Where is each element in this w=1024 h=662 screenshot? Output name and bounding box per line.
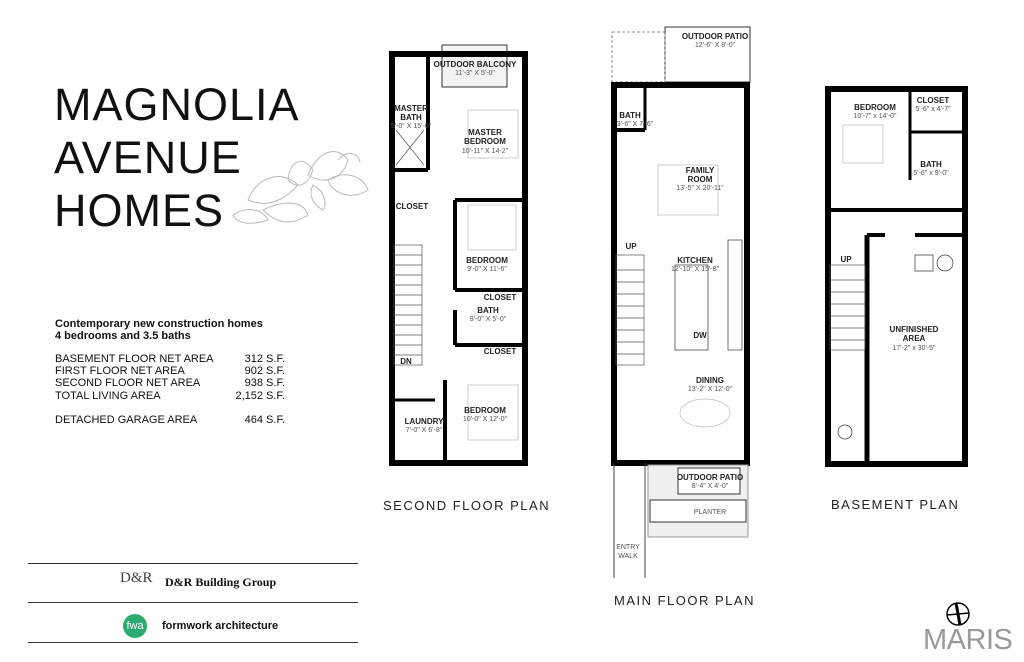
architect-name: formwork architecture [162,620,279,632]
room-dimension: 9'-0" X 5'-0" [470,316,507,323]
stair-label: UP [840,255,852,264]
room-label: BEDROOM [466,256,508,265]
area-value: 312 S.F. [244,353,285,365]
room-label: LAUNDRY [405,417,444,426]
area-row: DETACHED GARAGE AREA 464 S.F. [55,414,285,426]
room-dimension: 11'-3" X 5'-0" [455,70,495,77]
room-label: ENTRY [616,544,640,551]
room-label: UNFINISHED [890,325,939,334]
room-dimension: 13'-5" X 20'-11" [676,185,724,192]
room-label: KITCHEN [677,256,713,265]
room-label: PLANTER [694,509,726,516]
room-dimension: 5'-0" X 15'-0" [391,123,432,130]
appliance-label: DW [693,331,707,340]
divider [28,602,358,603]
room-label: BEDROOM [464,406,506,415]
area-value: 2,152 S.F. [235,389,285,402]
area-value: 902 S.F. [244,365,285,378]
area-row: SECOND FLOOR NET AREA 938 S.F. [55,377,285,389]
room-dimension: 17'-2" x 30'-5" [892,345,936,352]
north-arrow-icon [946,602,970,626]
area-row: FIRST FLOOR NET AREA 902 S.F. [55,365,285,377]
magnolia-flower-illustration [232,151,369,224]
room-label: BATH [477,306,499,315]
room-label: FAMILY [686,166,715,175]
builder-name: D&R Building Group [165,575,277,589]
area-label: DETACHED GARAGE AREA [55,413,198,426]
room-dimension: 9'-0" X 11'-6" [467,266,507,273]
divider [28,563,358,564]
area-label: BASEMENT FLOOR NET AREA [55,353,214,365]
room-dimension: 12'-10" X 15'-8" [671,266,720,273]
room-dimension: 10'-7" x 14'-0" [853,113,897,120]
stair-label: DN [400,357,412,366]
room-label: CLOSET [484,347,517,356]
room-label: BATH [619,111,641,120]
main-floor-plan-label: MAIN FLOOR PLAN [614,593,755,608]
room-label: BATH [400,113,422,122]
room-dimension: 13'-2" X 12'-0" [688,386,733,393]
title-line-3: HOMES [54,185,225,236]
room-label: BEDROOM [464,137,506,146]
fwa-logo: fwa [123,614,147,638]
room-label: BATH [920,160,942,169]
basement-plan: BEDROOM 10'-7" x 14'-0" CLOSET 5'-6" x 4… [825,86,968,467]
divider [28,642,358,643]
room-label: MASTER [468,128,502,137]
area-value: 464 S.F. [244,413,285,426]
room-label: CLOSET [484,293,517,302]
area-label: SECOND FLOOR NET AREA [55,377,201,390]
room-dimension: 5'-6" x 4'-7" [915,106,951,113]
second-floor-plan-label: SECOND FLOOR PLAN [383,498,551,513]
room-label: WALK [618,553,638,560]
area-row: TOTAL LIVING AREA 2,152 S.F. [55,390,285,402]
room-dimension: 5'-6" x 9'-0" [913,170,949,177]
room-dimension: 3'-6" X 7'-6" [617,121,654,128]
title-line-2: AVENUE [54,132,242,183]
room-label: CLOSET [917,96,950,105]
summary: Contemporary new construction homes 4 be… [55,318,263,342]
area-label: FIRST FLOOR NET AREA [55,365,185,378]
main-floor-plan: OUTDOOR PATIO 12'-6" X 8'-0" BATH 3'-6" … [611,26,751,578]
room-dimension: 10'-11" X 14-2" [462,148,509,155]
area-value: 938 S.F. [244,377,285,390]
room-label: BEDROOM [854,103,896,112]
room-dimension: 8'-4" X 4'-0" [692,483,729,490]
room-label: MASTER [394,104,428,113]
area-label: TOTAL LIVING AREA [55,389,161,402]
maris-watermark: MARIS [923,624,1013,656]
room-dimension: 10'-0" X 12'-0" [463,416,508,423]
room-label: OUTDOOR BALCONY [434,60,517,69]
area-table: BASEMENT FLOOR NET AREA 312 S.F. FIRST FL… [55,353,285,426]
room-label: OUTDOOR PATIO [682,32,748,41]
basement-plan-label: BASEMENT PLAN [831,497,960,512]
room-dimension: 7'-0" X 6'-8" [406,427,443,434]
second-floor-plan: OUTDOOR BALCONY 11'-3" X 5'-0" MASTER BA… [389,44,528,466]
room-label: CLOSET [396,202,429,211]
room-label: OUTDOOR PATIO [677,473,743,482]
room-label: DINING [696,376,724,385]
room-dimension: 12'-6" X 8'-0" [695,42,736,49]
summary-line-1: Contemporary new construction homes [55,318,263,330]
dr-logo: D&R [120,570,153,586]
area-row: BASEMENT FLOOR NET AREA 312 S.F. [55,353,285,365]
room-label: ROOM [688,175,713,184]
room-label: AREA [903,334,926,343]
stair-label: UP [625,242,637,251]
summary-line-2: 4 bedrooms and 3.5 baths [55,330,191,343]
title-line-1: MAGNOLIA [54,79,300,130]
